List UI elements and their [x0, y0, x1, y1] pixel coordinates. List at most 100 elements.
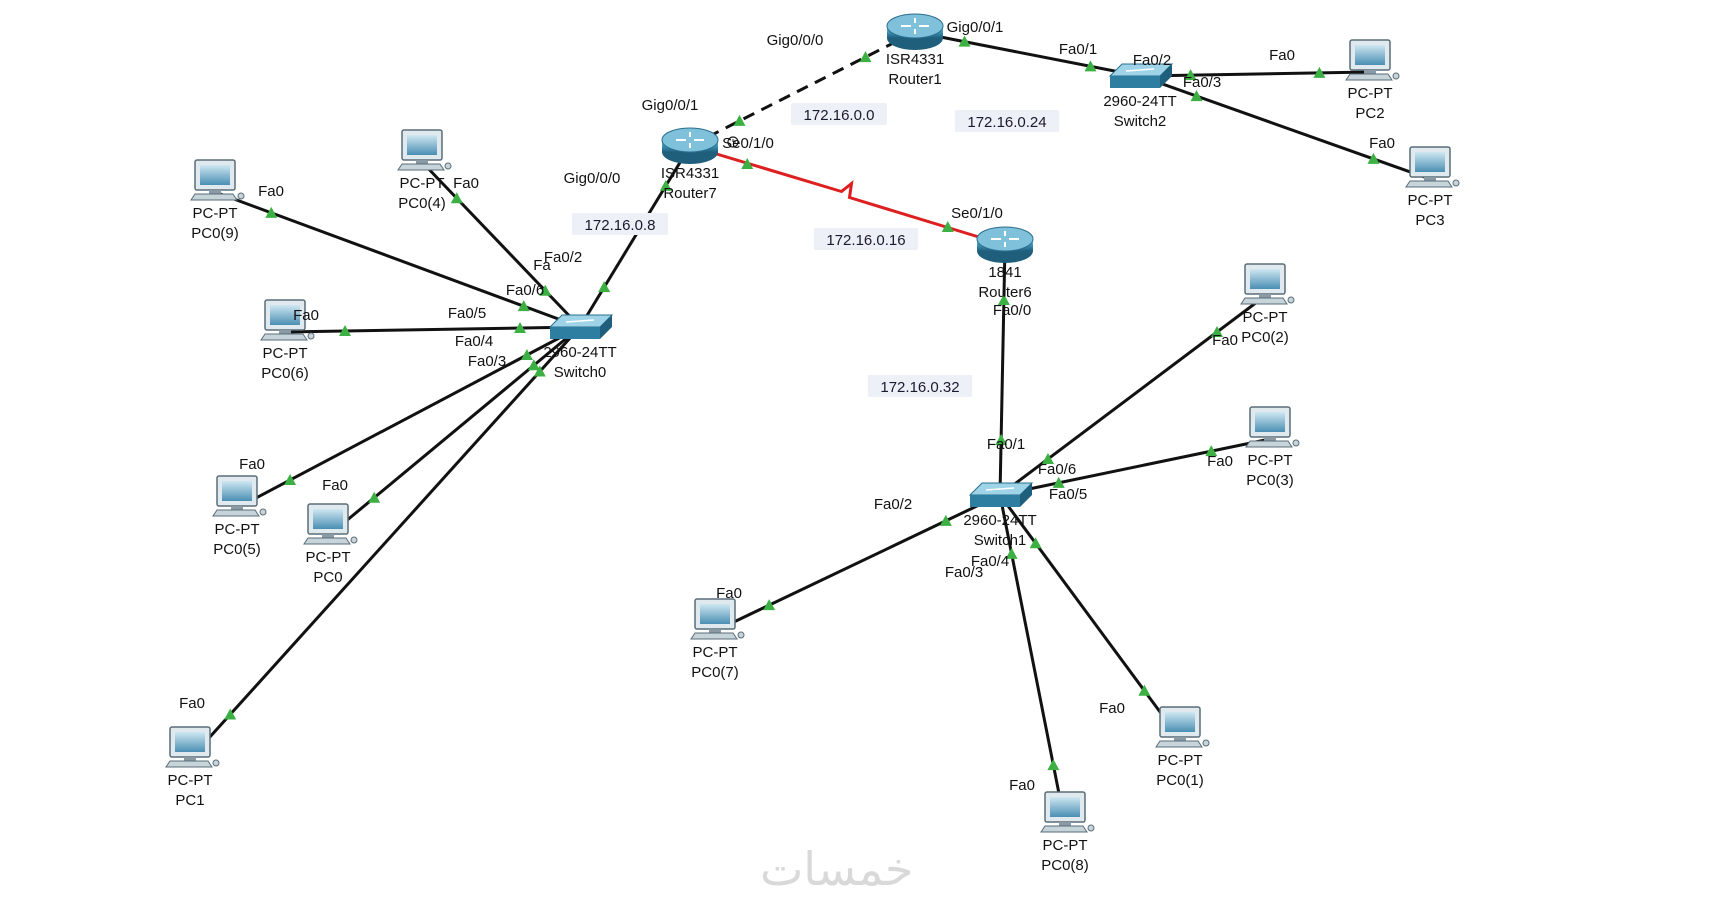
switch-icon	[968, 482, 1034, 507]
crossover-cable[interactable]	[689, 30, 916, 148]
switch-icon	[1108, 63, 1174, 88]
port-status-up-icon	[995, 434, 1008, 445]
device-name-label: PC0(3)	[1246, 472, 1294, 489]
port-status-up-icon	[338, 324, 351, 336]
pc-icon	[260, 299, 315, 341]
port-status-up-icon	[284, 473, 297, 485]
port-label: Fa0	[239, 456, 265, 473]
straight-cable[interactable]	[578, 145, 692, 328]
link-switch0-pc0[interactable]	[327, 325, 581, 538]
link-router7-router1[interactable]	[689, 30, 916, 148]
port-label: Gig0/0/0	[767, 32, 824, 49]
straight-cable[interactable]	[914, 30, 1141, 78]
port-status-up-icon	[741, 157, 754, 169]
link-switch1-pc0_8[interactable]	[998, 494, 1067, 825]
link-switch0-pc0_5[interactable]	[236, 325, 581, 510]
device-name-label: Router7	[663, 185, 716, 202]
port-status-up-icon	[939, 514, 952, 526]
device-name-label: Switch0	[554, 364, 607, 381]
port-label: Fa0/3	[945, 564, 983, 581]
port-label: Fa0	[258, 183, 284, 200]
port-label: Fa0/2	[874, 496, 912, 513]
straight-cable[interactable]	[327, 325, 581, 538]
straight-cable[interactable]	[999, 437, 1271, 497]
link-switch1-pc0_2[interactable]	[999, 294, 1266, 497]
device-model-label: 1841	[988, 264, 1021, 281]
straight-cable[interactable]	[1139, 70, 1371, 78]
port-status-up-icon	[368, 491, 381, 503]
port-label: Fa0	[1269, 47, 1295, 64]
port-status-up-icon	[1184, 69, 1197, 81]
straight-cable[interactable]	[998, 494, 1182, 740]
port-status-up-icon	[958, 35, 971, 47]
port-label: Fa0/4	[971, 553, 1009, 570]
link-router1-switch2[interactable]	[914, 30, 1141, 78]
network-address-label: 172.16.0.8	[572, 213, 668, 235]
link-switch0-pc0_6[interactable]	[284, 322, 581, 336]
straight-cable[interactable]	[420, 160, 582, 329]
device-model-label: ISR4331	[886, 51, 944, 68]
link-router7-switch0[interactable]	[578, 145, 692, 328]
device-model-label: PC-PT	[1043, 837, 1088, 854]
device-name-label: PC0(5)	[213, 541, 261, 558]
router-icon	[976, 226, 1034, 263]
network-address-text: 172.16.0.32	[880, 379, 959, 396]
port-label: Se0/1/0	[951, 205, 1003, 222]
port-status-up-icon	[1005, 547, 1018, 559]
link-switch0-pc0_4[interactable]	[420, 160, 582, 329]
port-label: Fa0	[453, 175, 479, 192]
link-switch1-pc0_3[interactable]	[999, 437, 1271, 497]
device-name-label: PC0	[313, 569, 342, 586]
link-switch0-pc0_9[interactable]	[214, 190, 581, 329]
port-status-up-icon	[1205, 445, 1218, 457]
port-label: Fa0/4	[455, 333, 493, 350]
network-address-label: 172.16.0.32	[867, 375, 973, 397]
link-switch1-pc0_1[interactable]	[998, 494, 1182, 740]
device-model-label: PC-PT	[400, 175, 445, 192]
device-model-label: 2960-24TT	[543, 344, 616, 361]
link-switch2-pc2[interactable]	[1139, 66, 1371, 81]
serial-cable[interactable]	[689, 144, 1006, 247]
clock-dce-icon	[727, 136, 739, 148]
link-switch0-pc1[interactable]	[188, 325, 582, 761]
device-name-label: PC0(2)	[1241, 329, 1289, 346]
straight-cable[interactable]	[188, 325, 582, 761]
port-label: Fa0	[322, 477, 348, 494]
device-switch0[interactable]: 2960-24TT Switch0	[543, 314, 617, 381]
device-pc0_8[interactable]: PC-PT PC0(8)	[1040, 791, 1095, 874]
port-status-up-icon	[1084, 60, 1097, 72]
device-name-label: PC0(8)	[1041, 857, 1089, 874]
link-switch1-pc0_7[interactable]	[714, 493, 1001, 633]
straight-cable[interactable]	[284, 325, 581, 334]
link-router6-switch1[interactable]	[995, 244, 1010, 496]
straight-cable[interactable]	[214, 190, 581, 329]
straight-cable[interactable]	[1139, 74, 1431, 181]
straight-cable[interactable]	[714, 493, 1001, 633]
port-status-up-icon	[997, 294, 1010, 305]
pc-icon	[690, 598, 745, 640]
device-name-label: PC0(6)	[261, 365, 309, 382]
link-router7-router6[interactable]	[689, 144, 1006, 247]
straight-cable[interactable]	[998, 244, 1007, 496]
port-label: Fa0	[1099, 700, 1125, 717]
port-status-up-icon	[763, 599, 776, 611]
link-switch2-pc3[interactable]	[1139, 74, 1431, 181]
